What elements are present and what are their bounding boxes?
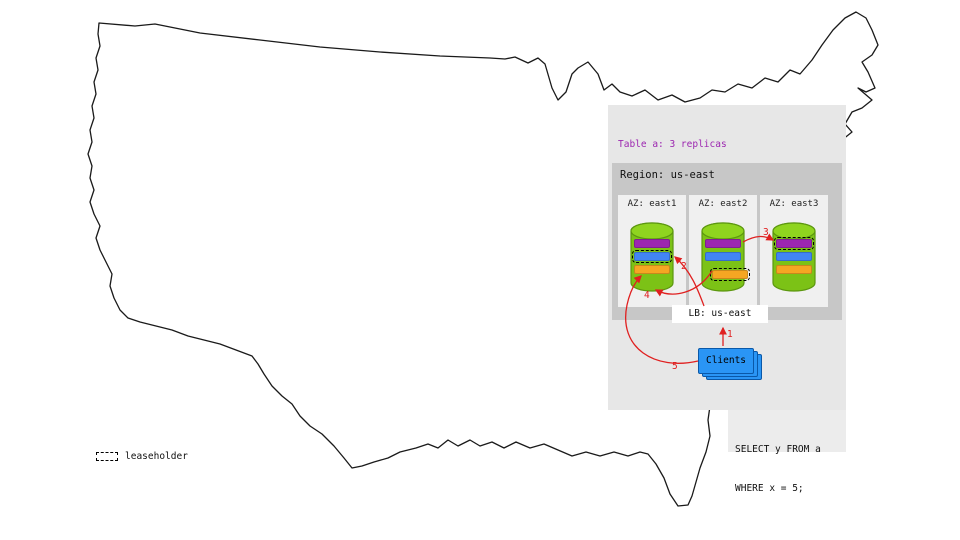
- flow-step-2: 2: [681, 261, 687, 272]
- region-label: Region: us-east: [620, 169, 715, 181]
- topology-panel: Table a: 3 replicas Index a: 3 replicas …: [608, 105, 846, 410]
- replica-table-b-leaseholder: [710, 268, 750, 281]
- sql-query-box: SELECT y FROM a WHERE x = 5;: [728, 410, 846, 494]
- replica-table-a-leaseholder: [774, 237, 814, 250]
- flow-step-1: 1: [727, 329, 733, 340]
- flow-step-4: 4: [644, 290, 650, 301]
- replica-table-b: [776, 265, 812, 274]
- clients-stack: Clients: [698, 348, 768, 386]
- az-east3: AZ: east3: [760, 195, 828, 307]
- az-east2: AZ: east2: [689, 195, 757, 307]
- az-east2-label: AZ: east2: [698, 199, 748, 209]
- flow-step-5: 5: [672, 361, 678, 372]
- sql-line-1: SELECT y FROM a: [735, 444, 821, 455]
- load-balancer: LB: us-east: [672, 305, 768, 323]
- replica-table-a: [634, 239, 670, 248]
- az-east1-label: AZ: east1: [627, 199, 677, 209]
- flow-step-3: 3: [763, 227, 769, 238]
- legend-table-a: Table a: 3 replicas: [618, 139, 727, 150]
- leaseholder-label: leaseholder: [125, 451, 188, 462]
- leaseholder-swatch-icon: [96, 452, 118, 461]
- az-east3-label: AZ: east3: [769, 199, 819, 209]
- replica-index-a: [705, 252, 741, 261]
- replica-table-b: [634, 265, 670, 274]
- leaseholder-legend: leaseholder: [96, 451, 188, 462]
- clients-box: Clients: [698, 348, 754, 374]
- replica-index-a-leaseholder: [632, 250, 672, 263]
- replica-table-a: [705, 239, 741, 248]
- sql-line-2: WHERE x = 5;: [735, 483, 804, 494]
- az-east1: AZ: east1: [618, 195, 686, 307]
- replica-index-a: [776, 252, 812, 261]
